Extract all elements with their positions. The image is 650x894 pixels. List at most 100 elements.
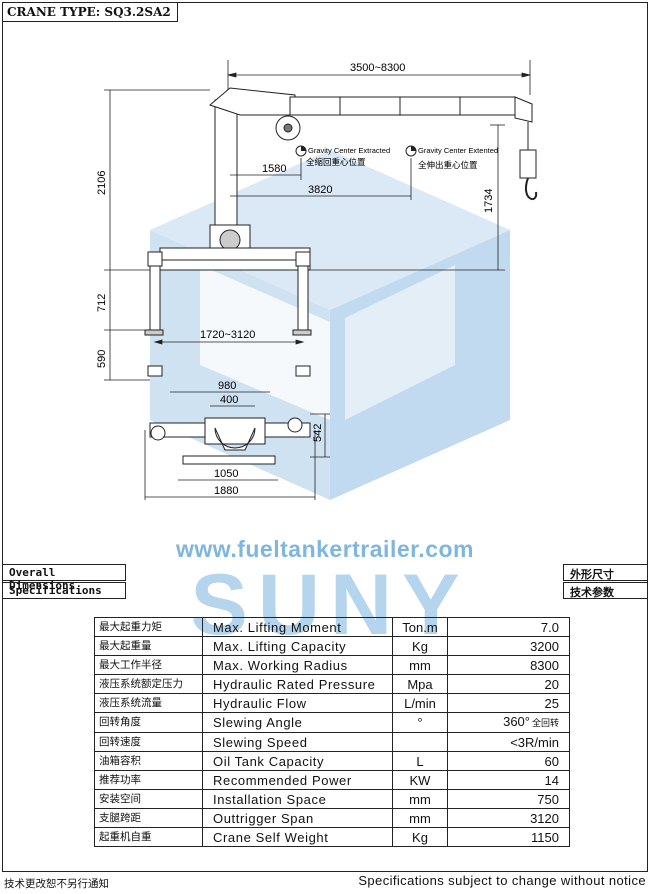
- spec-value-text: 750: [537, 791, 559, 807]
- spec-unit: [392, 732, 448, 752]
- dim-gc-retracted: 1580: [262, 163, 286, 175]
- specifications-label: Specifications: [2, 582, 126, 599]
- dim-top-980: 980: [218, 380, 236, 392]
- spec-value: <3R/min: [447, 732, 570, 752]
- spec-label-en: Max. Lifting Moment: [202, 617, 393, 637]
- spec-label-cn: 回转角度: [94, 712, 203, 733]
- spec-value-note: 全回转: [531, 718, 559, 728]
- dim-radius: 3500~8300: [350, 62, 405, 74]
- spec-value-text: 7.0: [540, 619, 559, 635]
- spec-value-text: 14: [544, 772, 559, 788]
- spec-label-cn: 油箱容积: [94, 751, 203, 771]
- spec-label-en: Max. Working Radius: [202, 655, 393, 675]
- spec-value: 25: [447, 693, 570, 713]
- spec-label-cn: 推荐功率: [94, 770, 203, 790]
- specifications-label-cn: 技术参数: [563, 582, 648, 599]
- spec-unit: mm: [392, 808, 448, 828]
- spec-label-en: Installation Space: [202, 789, 393, 809]
- dim-top-1050: 1050: [214, 468, 238, 480]
- spec-value-text: 20: [544, 676, 559, 692]
- watermark-cube: [150, 150, 510, 500]
- footer-cn: 技术更改恕不另行通知: [4, 878, 109, 890]
- spec-value: 60: [447, 751, 570, 771]
- spec-unit: °: [392, 712, 448, 733]
- spec-value: 360°全回转: [447, 712, 570, 733]
- spec-unit: mm: [392, 655, 448, 675]
- spec-label-en: Crane Self Weight: [202, 827, 393, 847]
- spec-value-text: <3R/min: [510, 734, 559, 750]
- spec-label-en: Hydraulic Flow: [202, 693, 393, 713]
- overall-dimensions-label: Overall Dimensions: [2, 564, 126, 592]
- spec-label-en: Max. Lifting Capacity: [202, 636, 393, 656]
- spec-value: 14: [447, 770, 570, 790]
- spec-label-en: Oil Tank Capacity: [202, 751, 393, 771]
- dim-height-hook: 1734: [483, 189, 495, 213]
- gc-retracted-en: Gravity Center Extracted: [308, 146, 390, 155]
- gc-retracted-cn: 全缩回重心位置: [306, 157, 366, 168]
- spec-label-cn: 最大工作半径: [94, 655, 203, 675]
- dim-top-542: 542: [312, 424, 324, 442]
- spec-value: 1150: [447, 827, 570, 847]
- spec-unit: mm: [392, 789, 448, 809]
- spec-value: 3120: [447, 808, 570, 828]
- spec-label-en: Outtrigger Span: [202, 808, 393, 828]
- spec-value-text: 8300: [530, 657, 559, 673]
- overall-dimensions-label-cn: 外形尺寸: [563, 564, 648, 581]
- spec-label-cn: 最大起重力矩: [94, 617, 203, 637]
- spec-label-cn: 支腿跨距: [94, 808, 203, 828]
- spec-unit: L: [392, 751, 448, 771]
- spec-value: 750: [447, 789, 570, 809]
- spec-unit: KW: [392, 770, 448, 790]
- spec-value-text: 60: [544, 753, 559, 769]
- spec-label-en: Hydraulic Rated Pressure: [202, 674, 393, 694]
- page-frame: [2, 2, 648, 872]
- spec-label-cn: 液压系统流量: [94, 693, 203, 713]
- spec-label-cn: 起重机自重: [94, 827, 203, 847]
- spec-value: 20: [447, 674, 570, 694]
- spec-label-cn: 回转速度: [94, 732, 203, 752]
- crane-type-title: CRANE TYPE: SQ3.2SA2: [2, 2, 178, 22]
- dim-top-400: 400: [220, 394, 238, 406]
- spec-value-text: 360°: [503, 714, 530, 729]
- watermark-url: www.fueltankertrailer.com: [176, 536, 474, 562]
- spec-value-text: 3200: [530, 638, 559, 654]
- spec-unit: L/min: [392, 693, 448, 713]
- spec-label-cn: 液压系统额定压力: [94, 674, 203, 694]
- spec-value-text: 25: [544, 695, 559, 711]
- spec-unit: Ton.m: [392, 617, 448, 637]
- spec-label-en: Slewing Speed: [202, 732, 393, 752]
- spec-label-cn: 安装空间: [94, 789, 203, 809]
- spec-unit: Kg: [392, 636, 448, 656]
- dim-outrigger-span: 1720~3120: [200, 329, 255, 341]
- spec-value-text: 3120: [530, 810, 559, 826]
- spec-label-en: Slewing Angle: [202, 712, 393, 733]
- spec-value: 8300: [447, 655, 570, 675]
- footer-en: Specifications subject to change without…: [358, 873, 646, 888]
- spec-label-cn: 最大起重量: [94, 636, 203, 656]
- dim-leg-590: 590: [96, 350, 108, 368]
- dim-top-1880: 1880: [214, 485, 238, 497]
- spec-value: 3200: [447, 636, 570, 656]
- dim-gc-extended: 3820: [308, 184, 332, 196]
- spec-unit: Mpa: [392, 674, 448, 694]
- gc-extended-en: Gravity Center Extented: [418, 146, 498, 155]
- spec-value-text: 1150: [531, 829, 559, 845]
- dim-leg-712: 712: [96, 294, 108, 312]
- dim-height-total: 2106: [96, 171, 108, 195]
- spec-value: 7.0: [447, 617, 570, 637]
- spec-unit: Kg: [392, 827, 448, 847]
- crane-drawing: 3500~8300 2106 712 590 1734: [96, 60, 538, 500]
